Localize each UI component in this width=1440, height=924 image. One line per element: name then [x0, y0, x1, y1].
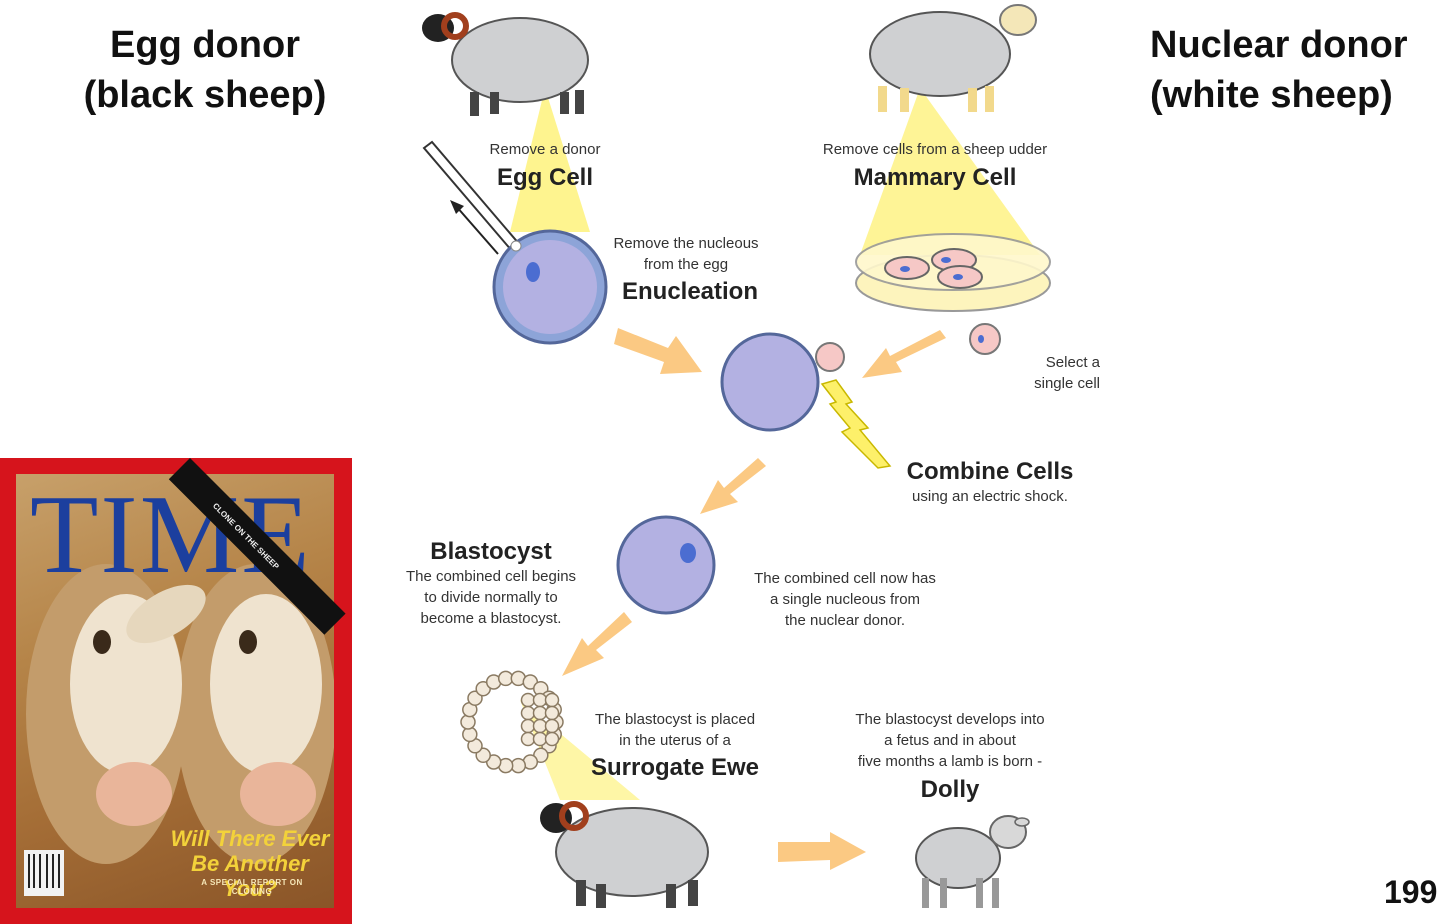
- egg-cell-caption: Remove a donor: [489, 141, 601, 158]
- lightning-icon: [820, 379, 892, 469]
- select-cell-line2: single cell: [1034, 375, 1100, 392]
- white-sheep-icon: [869, 4, 1037, 112]
- cover-subline: A SPECIAL REPORT ON CLONING: [201, 878, 303, 896]
- inner-cell-mass-cell: [520, 718, 536, 734]
- inner-cell-mass-cell: [520, 692, 536, 708]
- arrow-egg-to-combine: [614, 328, 702, 374]
- inner-cell-mass-cell: [532, 731, 548, 747]
- surrogate-title: Surrogate Ewe: [590, 754, 760, 781]
- combined-note-line3: the nuclear donor.: [784, 612, 906, 629]
- single-cell-icon: [969, 323, 1001, 355]
- enucleation-caption-line2: from the egg: [643, 256, 729, 273]
- blastocyst-cell-icon: [616, 515, 716, 615]
- cover-photo: TIME Will There Ever Be Another You? A S…: [16, 474, 334, 908]
- cover-headline: Will There Ever Be Another You?: [170, 826, 330, 901]
- mammary-cell-title: Mammary Cell: [853, 164, 1017, 191]
- inner-cell-mass-cell: [544, 692, 560, 708]
- egg-donor-line1: Egg donor: [110, 24, 300, 66]
- dolly-title: Dolly: [920, 776, 980, 803]
- inner-cell-mass-cell: [544, 718, 560, 734]
- combined-cell-icon: [720, 332, 845, 432]
- blastocyst-caption-line1: The combined cell begins: [405, 568, 577, 585]
- dolly-caption: The blastocyst develops into a fetus and…: [825, 709, 1075, 772]
- nuclear-donor-label: Nuclear donor (white sheep): [1150, 20, 1440, 120]
- select-cell-caption: Select a single cell: [990, 352, 1100, 394]
- year-label: 199: [1384, 874, 1438, 910]
- surrogate-caption-line1: The blastocyst is placed: [594, 711, 756, 728]
- combine-cells-caption: using an electric shock.: [912, 488, 1068, 505]
- combine-cells-title: Combine Cells: [906, 458, 1074, 485]
- udder-beam: [860, 88, 1040, 255]
- inner-cell-mass-cell: [520, 705, 536, 721]
- petri-dish-icon: [855, 233, 1051, 312]
- arrow-surrogate-to-dolly: [778, 832, 866, 870]
- blastocyst-caption: The combined cell begins to divide norma…: [386, 566, 596, 629]
- surrogate-ewe-icon: [540, 801, 709, 908]
- select-cell-line1: Select a: [1045, 354, 1100, 371]
- blastocyst-caption-line2: to divide normally to: [424, 589, 558, 606]
- egg-donor-line2: (black sheep): [83, 74, 327, 116]
- surrogate-caption: The blastocyst is placed in the uterus o…: [570, 709, 780, 751]
- combined-note: The combined cell now has a single nucle…: [730, 568, 960, 631]
- enucleation-title: Enucleation: [621, 278, 759, 305]
- egg-cell-title: Egg Cell: [496, 164, 593, 191]
- blastocyst-ball-icon: [460, 670, 564, 774]
- nuclear-donor-line1: Nuclear donor: [1150, 24, 1408, 66]
- nuclear-donor-line2: (white sheep): [1150, 74, 1393, 116]
- inner-cell-mass-cell: [532, 692, 548, 708]
- cloned-sheep-faces-icon: [24, 564, 334, 896]
- surrogate-caption-line2: in the uterus of a: [619, 732, 731, 749]
- dolly-caption-line2: a fetus and in about: [884, 732, 1016, 749]
- mammary-cell-caption: Remove cells from a sheep udder: [822, 141, 1048, 158]
- black-sheep-icon: [422, 12, 589, 116]
- inner-cell-mass-cell: [544, 705, 560, 721]
- dolly-caption-line1: The blastocyst develops into: [855, 711, 1045, 728]
- arrow-blastocyst-to-ball: [562, 612, 632, 676]
- egg-donor-label: Egg donor (black sheep): [60, 20, 350, 120]
- inner-cell-mass-cell: [544, 731, 560, 747]
- combined-note-line2: a single nucleous from: [769, 591, 921, 608]
- dolly-caption-line3: five months a lamb is born -: [857, 753, 1043, 770]
- blastocyst-title: Blastocyst: [430, 538, 552, 565]
- enucleation-caption-line1: Remove the nucleous: [613, 235, 759, 252]
- inner-cell-mass-cell: [520, 731, 536, 747]
- egg-cell-icon: [492, 229, 608, 345]
- enucleation-caption: Remove the nucleous from the egg: [596, 233, 776, 275]
- inner-cell-mass-cell: [532, 718, 548, 734]
- pipette-arrow-line: [455, 205, 499, 255]
- egg-beam: [510, 88, 590, 232]
- arrow-combine-to-blastocyst: [700, 458, 766, 514]
- pipette-arrow-head: [450, 200, 464, 214]
- inner-cell-mass-cell: [532, 705, 548, 721]
- time-cover: TIME Will There Ever Be Another You? A S…: [0, 458, 352, 924]
- dolly-lamb-icon: [915, 815, 1030, 908]
- blastocyst-caption-line3: become a blastocyst.: [420, 610, 562, 627]
- arrow-cell-to-combine: [862, 330, 946, 378]
- combined-note-line1: The combined cell now has: [754, 570, 936, 587]
